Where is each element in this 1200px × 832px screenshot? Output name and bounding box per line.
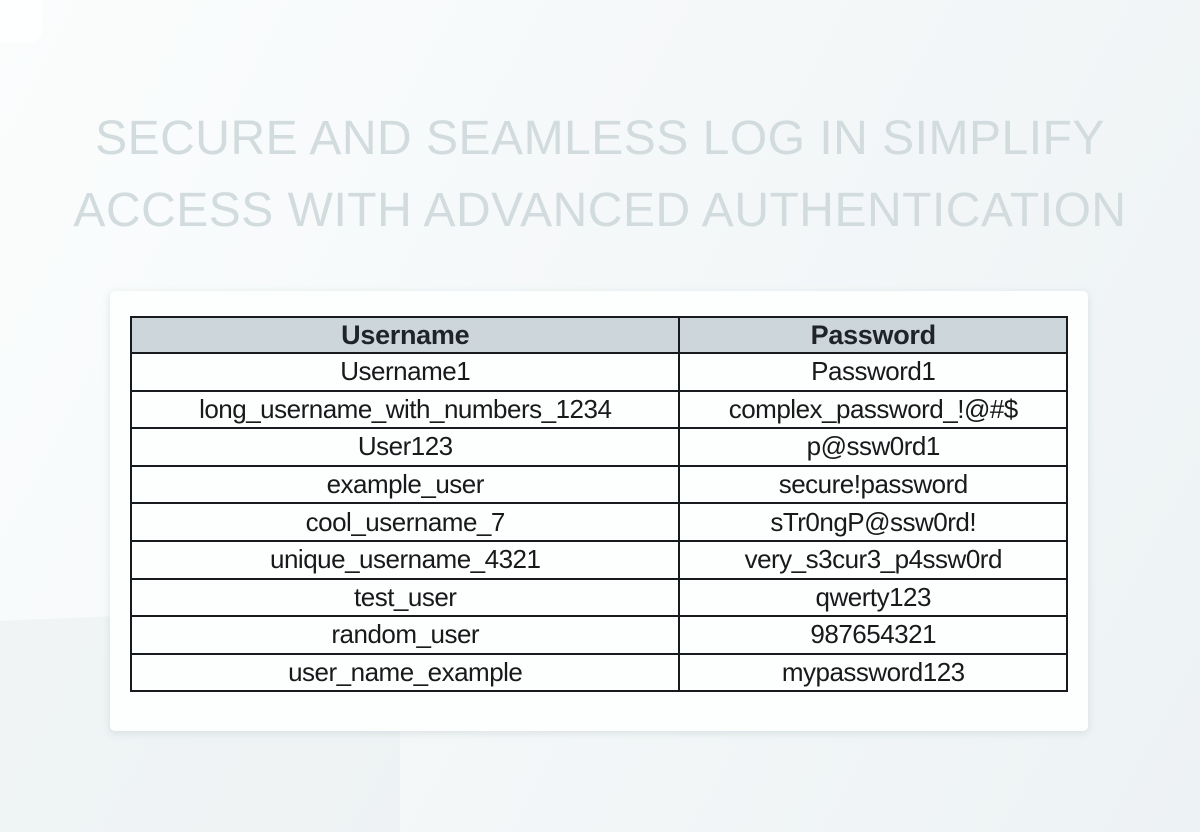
table-row: test_user qwerty123 [129,577,1068,618]
username-cell: random_user [129,615,681,655]
password-cell: complex_password_!@#$ [678,389,1068,430]
username-cell: example_user [129,464,681,505]
column-header-password: Password [678,316,1068,354]
username-cell: long_username_with_numbers_1234 [129,389,681,430]
table-row: random_user 987654321 [129,615,1068,655]
username-cell: User123 [129,427,681,467]
table-row: User123 p@ssw0rd1 [129,427,1068,467]
header-row: Username Password [129,316,1068,354]
password-cell: mypassword123 [678,652,1068,693]
table-row: cool_username_7 sTr0ngP@ssw0rd! [129,502,1068,542]
username-cell: cool_username_7 [129,502,681,542]
password-cell: Password1 [678,352,1068,392]
password-cell: sTr0ngP@ssw0rd! [678,502,1068,542]
password-cell: p@ssw0rd1 [678,427,1068,467]
password-cell: qwerty123 [678,577,1068,618]
page-title-line-1: SECURE AND SEAMLESS LOG IN SIMPLIFY [95,112,1105,165]
page-title-line-2: ACCESS WITH ADVANCED AUTHENTICATION [73,184,1127,237]
username-cell: unique_username_4321 [129,539,681,580]
password-cell: secure!password [678,464,1068,505]
column-header-username: Username [129,316,681,354]
username-cell: test_user [129,577,681,618]
corner-highlight-shape [0,0,42,42]
table-row: example_user secure!password [129,464,1068,505]
username-cell: Username1 [129,352,681,392]
password-cell: very_s3cur3_p4ssw0rd [678,539,1068,580]
page-title: SECURE AND SEAMLESS LOG IN SIMPLIFY ACCE… [0,103,1200,247]
table-row: Username1 Password1 [129,352,1068,392]
credentials-table: Username Password Username1 Password1 lo… [129,316,1068,693]
table-card: Username Password Username1 Password1 lo… [110,291,1088,731]
table-row: long_username_with_numbers_1234 complex_… [129,389,1068,430]
table-row: user_name_example mypassword123 [129,652,1068,693]
password-cell: 987654321 [678,615,1068,655]
username-cell: user_name_example [129,652,681,693]
table-row: unique_username_4321 very_s3cur3_p4ssw0r… [129,539,1068,580]
